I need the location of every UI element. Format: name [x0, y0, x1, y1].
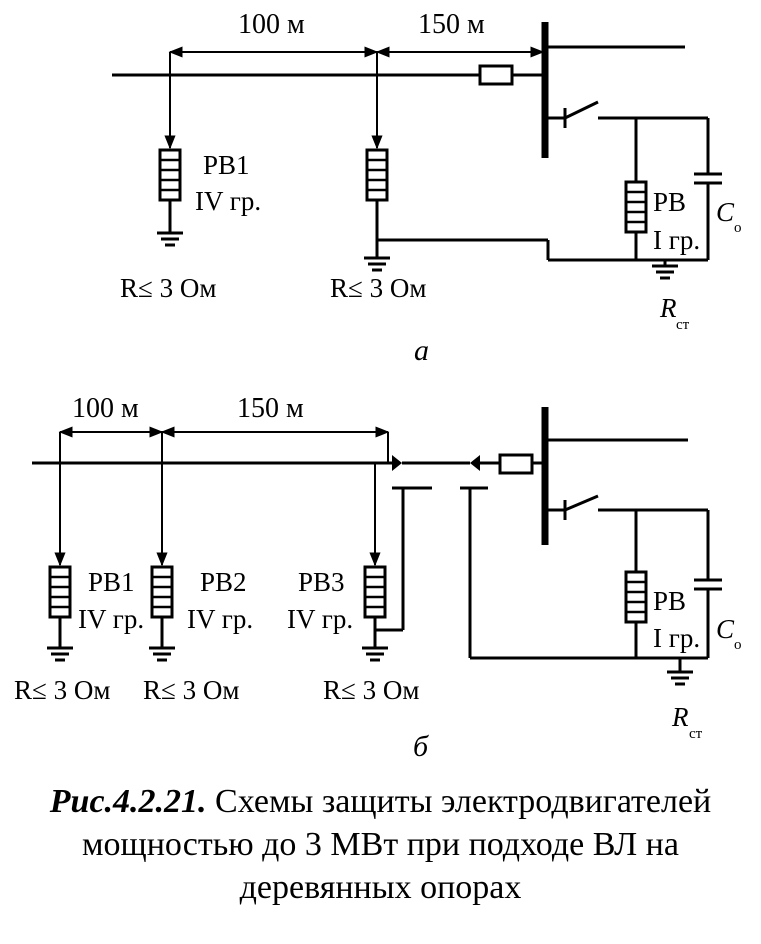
arrester-rv1-name: РВ1	[88, 567, 135, 597]
capacitor-label: C	[716, 197, 735, 227]
ground-icon	[360, 646, 390, 662]
breaker-blade	[564, 494, 599, 512]
dim-150: 150 м	[237, 393, 304, 424]
station-ground-label-sub: ст	[689, 726, 703, 742]
ground-icon	[147, 646, 177, 662]
panel-a: 100 м 150 м РВ1 IV гр. R≤ 3 Ом R≤ 3 Ом	[112, 9, 742, 367]
dim-150: 150 м	[418, 9, 485, 40]
panel-b: 100 м 150 м РВ1 IV гр. R≤ 3 Ом РВ2 IV гр…	[14, 393, 742, 763]
reactor	[498, 453, 534, 475]
arrester-rv1-name: РВ1	[203, 150, 250, 180]
ground-icon	[45, 646, 75, 662]
arrester-2-resistance: R≤ 3 Ом	[330, 273, 426, 303]
station-arrester-group: I гр.	[653, 623, 700, 653]
arrester-rv3-group: IV гр.	[287, 604, 353, 634]
reactor	[478, 64, 514, 86]
ground-icon	[155, 231, 185, 247]
breaker-blade	[564, 100, 599, 120]
arrester-rv2-group: IV гр.	[187, 604, 253, 634]
arrester-rv2-icon	[150, 565, 174, 619]
capacitor-label: C	[716, 614, 735, 644]
arrester-rv1-icon	[158, 148, 182, 202]
station-ground-label-sub: ст	[676, 317, 690, 333]
capacitor-label-sub: о	[734, 220, 742, 236]
arrester-rv1-icon	[48, 565, 72, 619]
ground-icon	[665, 670, 695, 686]
arrester-rv2-name: РВ2	[200, 567, 247, 597]
station-arrester-group: I гр.	[653, 225, 700, 255]
ground-icon	[650, 264, 680, 280]
figure-caption-text: Схемы защиты электродвигателей мощностью…	[82, 783, 712, 906]
arrester-2-icon	[365, 148, 389, 202]
station-arrester-icon	[624, 180, 648, 234]
arrester-rv2-resistance: R≤ 3 Ом	[143, 675, 239, 705]
dim-100: 100 м	[238, 9, 305, 40]
arrester-rv3-name: РВ3	[298, 567, 345, 597]
figure-number: Рис.4.2.21.	[49, 783, 207, 820]
station-arrester-icon	[624, 570, 648, 624]
cable-end-right	[470, 455, 480, 471]
ground-icon	[362, 256, 392, 272]
station-ground-label: R	[659, 293, 677, 323]
station-arrester-name: РВ	[653, 187, 686, 217]
station-arrester-name: РВ	[653, 586, 686, 616]
arrester-rv3-resistance: R≤ 3 Ом	[323, 675, 419, 705]
figure-caption: Рис.4.2.21. Схемы защиты электродвигател…	[20, 780, 741, 909]
arrester-rv1-group: IV гр.	[78, 604, 144, 634]
arrester-rv3-icon	[363, 565, 387, 619]
dim-100: 100 м	[72, 393, 139, 424]
panel-b-label: б	[413, 730, 429, 763]
panel-a-label: а	[414, 334, 429, 367]
capacitor-label-sub: о	[734, 637, 742, 653]
arrester-rv1-group: IV гр.	[195, 186, 261, 216]
arrester-rv1-resistance: R≤ 3 Ом	[14, 675, 110, 705]
arrester-rv1-resistance: R≤ 3 Ом	[120, 273, 216, 303]
station-ground-label: R	[671, 702, 689, 732]
cable-end-left	[392, 455, 402, 471]
